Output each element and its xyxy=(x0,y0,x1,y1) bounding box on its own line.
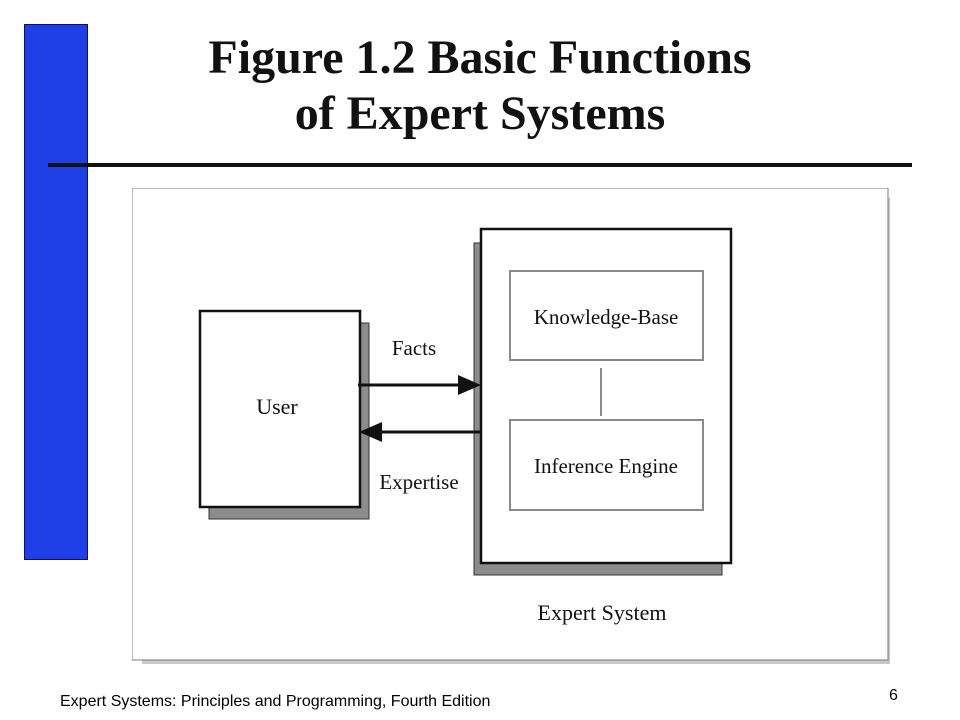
accent-bar xyxy=(24,24,88,560)
page-number: 6 xyxy=(889,687,898,704)
title-line-2: of Expert Systems xyxy=(294,87,666,140)
expert-system-diagram: User Knowledge-Base Inference Engine Fac… xyxy=(132,188,890,664)
title-line-1: Figure 1.2 Basic Functions xyxy=(208,31,752,84)
slide-title: Figure 1.2 Basic Functions of Expert Sys… xyxy=(100,30,860,142)
title-underline xyxy=(48,163,912,167)
user-label: User xyxy=(256,394,298,419)
footer-text: Expert Systems: Principles and Programmi… xyxy=(60,693,491,710)
inference-engine-label: Inference Engine xyxy=(534,454,678,478)
inference-engine-box xyxy=(509,419,704,511)
knowledge-base-label: Knowledge-Base xyxy=(534,305,679,329)
expert-system-label: Expert System xyxy=(538,600,667,625)
facts-label: Facts xyxy=(392,336,436,360)
user-box xyxy=(198,309,362,509)
expertise-label: Expertise xyxy=(379,470,458,494)
knowledge-base-box xyxy=(509,270,704,361)
expertise-arrow-head xyxy=(359,422,382,442)
facts-arrow-head xyxy=(458,375,481,395)
